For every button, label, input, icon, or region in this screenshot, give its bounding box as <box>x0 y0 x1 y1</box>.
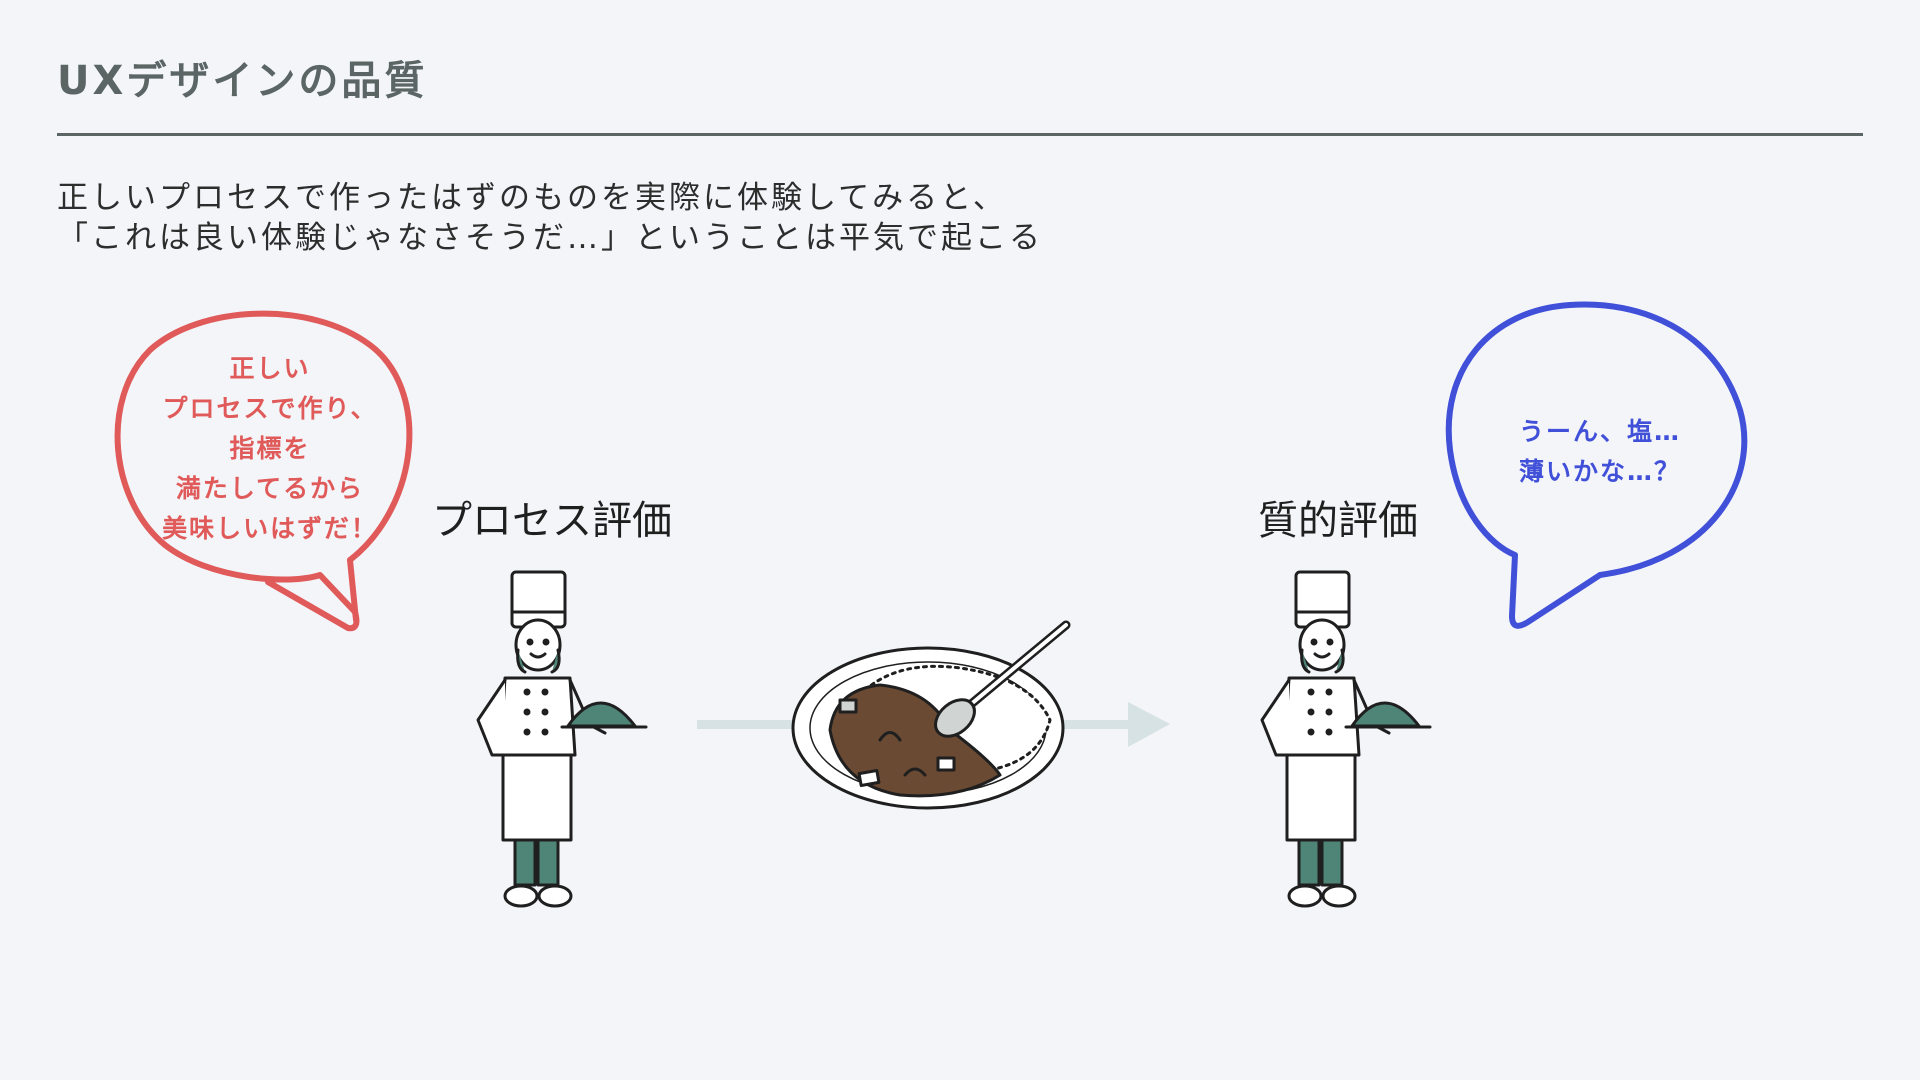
right-bubble-line: うーん、塩… <box>1518 417 1681 446</box>
description-line-1: 正しいプロセスで作ったはずのものを実際に体験してみると、 <box>57 180 1007 216</box>
right-speech-bubble <box>1445 301 1748 629</box>
left-chef-illustration <box>476 570 648 908</box>
left-speech-bubble <box>114 310 413 632</box>
description-line-2: 「これは良い体験じゃなさそうだ…」ということは平気で起こる <box>57 220 1043 256</box>
left-bubble-line: 美味しいはずだ！ <box>162 514 378 543</box>
left-bubble-line: プロセスで作り、 <box>162 394 378 423</box>
description: 正しいプロセスで作ったはずのものを実際に体験してみると、 「これは良い体験じゃな… <box>57 178 1043 258</box>
right-bubble-line: 薄いかな…？ <box>1518 457 1681 486</box>
left-bubble-text: 正しい プロセスで作り、 指標を 満たしてるから 美味しいはずだ！ <box>125 349 415 549</box>
left-bubble-line: 満たしてるから <box>175 474 365 503</box>
curry-plate-illustration <box>791 620 1071 810</box>
right-bubble-text: うーん、塩… 薄いかな…？ <box>1470 412 1730 492</box>
process-evaluation-label: プロセス評価 <box>432 498 672 544</box>
right-chef-illustration <box>1260 570 1432 908</box>
qualitative-evaluation-label: 質的評価 <box>1258 498 1418 544</box>
page-title: UXデザインの品質 <box>57 58 428 104</box>
left-bubble-line: 指標を <box>229 434 311 463</box>
left-bubble-line: 正しい <box>229 354 311 383</box>
title-divider <box>57 133 1863 136</box>
